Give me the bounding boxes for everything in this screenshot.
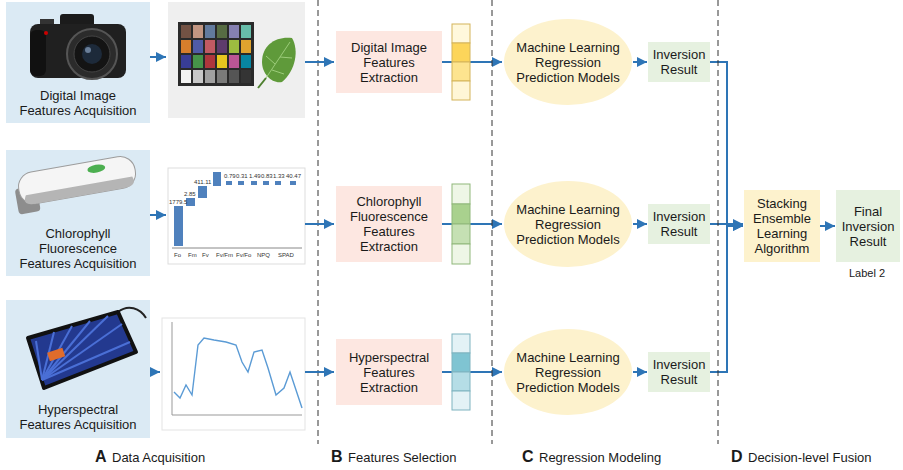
chart-value: 1.49	[249, 173, 261, 179]
panel-ground	[6, 2, 150, 86]
ellipse-outline	[504, 19, 632, 105]
node-text: Inversion Result	[652, 357, 706, 387]
node-text: Hyperspectral Features Acquisition	[16, 402, 140, 432]
flow-arrow	[633, 223, 647, 225]
panel-letter: D	[731, 449, 743, 465]
model-ellipse: Machine Learning Regression Prediction M…	[503, 328, 633, 416]
spectrum-plot	[162, 318, 305, 430]
panel-title: Regression Modeling	[539, 451, 661, 464]
color-checker-photo	[168, 2, 305, 118]
node-text: Machine Learning Regression Prediction M…	[514, 350, 622, 395]
spectrometer-icon	[28, 308, 146, 388]
flow-arrow	[820, 225, 835, 227]
panel-letter: C	[522, 449, 534, 465]
fluorescence-chart	[168, 168, 305, 264]
node-text: Digital Image Features Extraction	[342, 40, 436, 85]
axis-label: Fv/Fm	[216, 252, 233, 258]
model-ellipse: Machine Learning Regression Prediction M…	[503, 18, 633, 106]
flow-arrow	[633, 61, 647, 63]
chart-value: 40.47	[286, 173, 301, 179]
acquisition-panel: Hyperspectral Features Acquisition	[6, 396, 150, 438]
model-ellipse: Machine Learning Regression Prediction M…	[503, 180, 633, 268]
chlorophyll-meter-icon	[12, 154, 139, 215]
flow-arrow	[442, 371, 502, 373]
chart-value: 1.33	[273, 173, 285, 179]
flow-arrow	[150, 57, 334, 372]
node-text: Inversion Result	[652, 209, 706, 239]
axis-label: NPQ	[257, 252, 270, 258]
flow-arrow	[442, 61, 502, 63]
node-text: Chlorophyll Fluorescence Features Acquis…	[16, 226, 140, 271]
panel-title: Data Acquisition	[112, 451, 205, 464]
node-text: Stacking Ensemble Learning Algorithm	[748, 196, 816, 256]
panel-title: Features Selection	[348, 451, 456, 464]
chart-value: 2.85	[184, 191, 196, 197]
chart-value: 1779.5	[169, 199, 187, 205]
chart-value: 0.31	[236, 173, 248, 179]
extraction-box: Chlorophyll Fluorescence Features Extrac…	[336, 186, 442, 262]
flow-arrow	[633, 371, 647, 373]
node-text: Digital Image Features Acquisition	[16, 88, 140, 118]
chart-value: 0.79	[224, 173, 236, 179]
panel-ground	[6, 300, 150, 396]
node-text: Hyperspectral Features Extraction	[342, 350, 436, 395]
axis-label: Fo	[174, 252, 181, 258]
axis-label: Fm	[188, 252, 197, 258]
ellipse-outline	[504, 181, 632, 267]
panel-letter: B	[331, 449, 343, 465]
node-text: Machine Learning Regression Prediction M…	[514, 40, 622, 85]
acquisition-panel: Digital Image Features Acquisition	[6, 83, 150, 123]
extraction-box: Digital Image Features Extraction	[336, 31, 442, 93]
result-box: Inversion Result	[648, 204, 710, 244]
camera-icon	[30, 14, 126, 79]
feature-vector	[452, 334, 470, 410]
output-label: Label 2	[849, 268, 885, 279]
ellipse-outline	[504, 329, 632, 415]
panel-title: Decision-level Fusion	[748, 451, 872, 464]
result-box: Inversion Result	[648, 42, 710, 82]
node-text: Final Inversion Result	[840, 204, 896, 249]
chart-value: 411.11	[194, 179, 211, 185]
node-text: Inversion Result	[652, 47, 706, 77]
axis-label: Fv	[202, 252, 209, 258]
result-box: Final Inversion Result	[836, 190, 900, 262]
ensemble-box: Stacking Ensemble Learning Algorithm	[744, 190, 820, 262]
axis-label: Fv/Fo	[236, 252, 251, 258]
extraction-box: Hyperspectral Features Extraction	[336, 339, 442, 405]
flow-arrow	[710, 226, 743, 372]
flow-arrow	[442, 223, 502, 225]
flow-arrow	[710, 223, 743, 225]
node-text: Machine Learning Regression Prediction M…	[514, 202, 622, 247]
node-text: Chlorophyll Fluorescence Features Extrac…	[342, 194, 436, 254]
panel-letter: A	[95, 449, 107, 465]
column-divider	[318, 0, 718, 444]
feature-vector	[452, 184, 470, 264]
result-box: Inversion Result	[648, 352, 710, 392]
axis-label: SPAD	[278, 252, 294, 258]
feature-vector	[452, 24, 470, 100]
chart-value: 0.83	[261, 173, 273, 179]
flow-arrow	[710, 62, 743, 226]
acquisition-panel: Chlorophyll Fluorescence Features Acquis…	[6, 221, 150, 276]
panel-ground	[6, 150, 150, 222]
